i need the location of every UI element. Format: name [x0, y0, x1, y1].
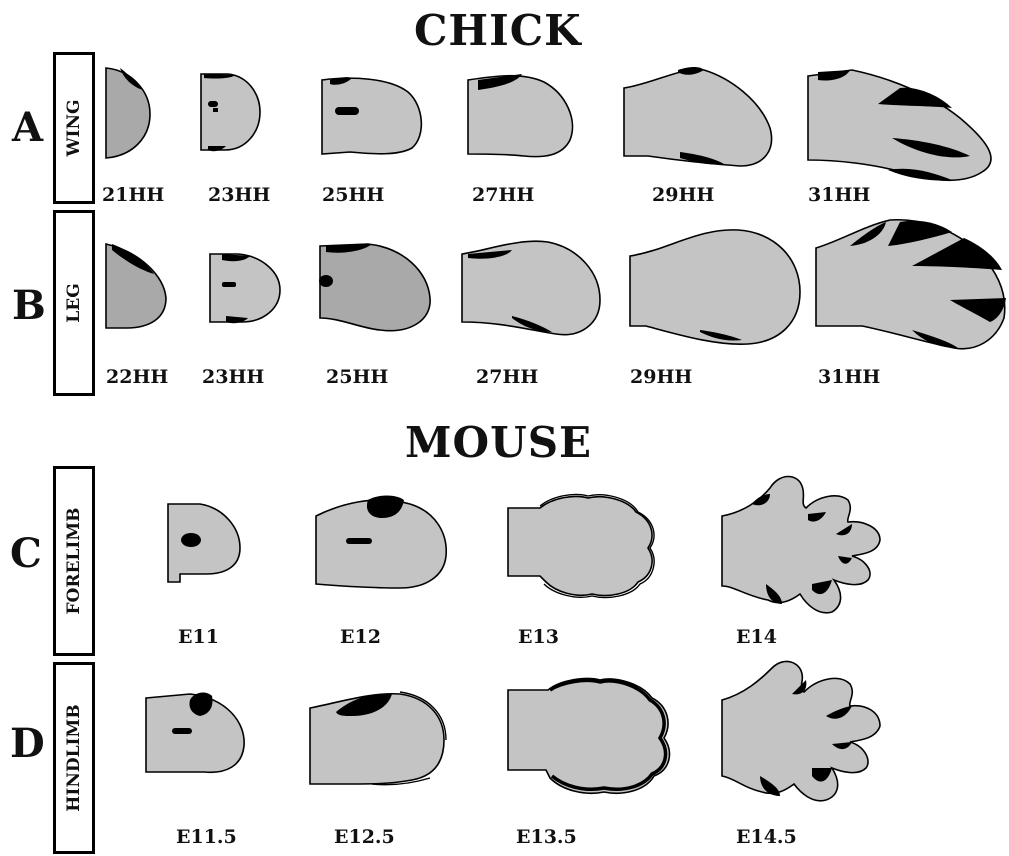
stage-label-hindlimb-1: E11.5 — [176, 826, 237, 848]
wing-21hh — [106, 68, 150, 158]
leg-22hh — [106, 244, 166, 328]
hindlimb-e14-5 — [722, 661, 880, 800]
stage-label-wing-6: 31HH — [808, 184, 870, 206]
wing-25hh — [322, 77, 421, 154]
wing-29hh — [624, 67, 772, 166]
leg-25hh — [319, 244, 430, 331]
stage-label-leg-3: 25HH — [326, 366, 388, 388]
stage-label-forelimb-4: E14 — [736, 626, 777, 648]
stage-label-forelimb-3: E13 — [518, 626, 559, 648]
leg-27hh — [462, 241, 600, 334]
stage-label-leg-2: 23HH — [202, 366, 264, 388]
stage-label-leg-1: 22HH — [106, 366, 168, 388]
stage-label-wing-2: 23HH — [208, 184, 270, 206]
wing-31hh — [808, 70, 991, 181]
stage-label-wing-5: 29HH — [652, 184, 714, 206]
stage-label-hindlimb-2: E12.5 — [334, 826, 395, 848]
stage-label-wing-4: 27HH — [472, 184, 534, 206]
stage-label-wing-1: 21HH — [102, 184, 164, 206]
stage-label-wing-3: 25HH — [322, 184, 384, 206]
hindlimb-e12-5 — [310, 692, 446, 785]
forelimb-e14 — [722, 477, 880, 613]
stage-label-hindlimb-4: E14.5 — [736, 826, 797, 848]
forelimb-e12 — [316, 496, 446, 589]
stage-label-leg-5: 29HH — [630, 366, 692, 388]
leg-23hh — [210, 254, 280, 323]
hindlimb-e11-5 — [146, 693, 244, 773]
stage-label-hindlimb-3: E13.5 — [516, 826, 577, 848]
hindlimb-e13-5 — [508, 678, 669, 793]
stage-label-leg-6: 31HH — [818, 366, 880, 388]
forelimb-e11 — [168, 504, 240, 582]
wing-23hh — [201, 74, 260, 151]
leg-31hh — [816, 220, 1006, 349]
stage-label-forelimb-1: E11 — [178, 626, 219, 648]
forelimb-e13 — [508, 494, 654, 597]
leg-29hh — [630, 230, 800, 344]
wing-27hh — [468, 74, 572, 157]
stage-label-leg-4: 27HH — [476, 366, 538, 388]
stage-label-forelimb-2: E12 — [340, 626, 381, 648]
